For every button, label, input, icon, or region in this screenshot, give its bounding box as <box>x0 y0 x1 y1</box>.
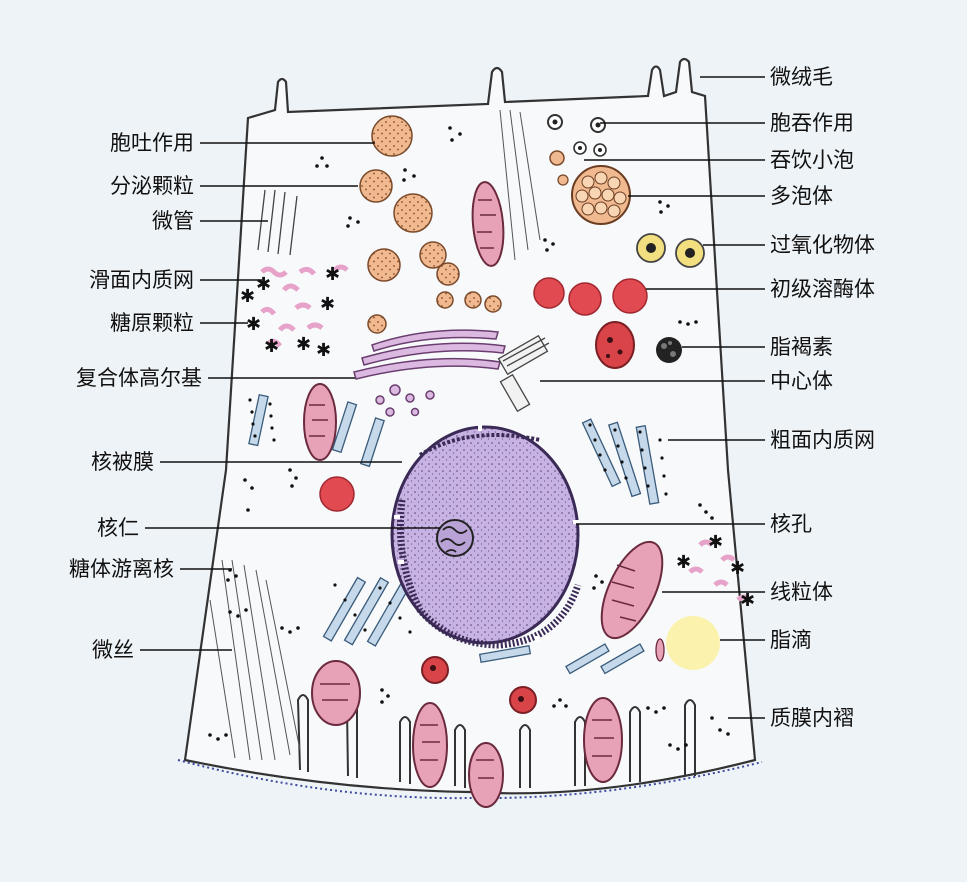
label-lipofuscin: 脂褐素 <box>770 335 833 359</box>
label-mitochondrion: 线粒体 <box>770 580 833 604</box>
svg-text:✱: ✱ <box>296 334 311 355</box>
label-microvilli: 微绒毛 <box>770 65 833 89</box>
label-primary-lysosome: 初级溶酶体 <box>770 277 875 301</box>
label-pinocytotic-vesicle: 吞饮小泡 <box>770 148 854 172</box>
svg-text:✱: ✱ <box>316 340 331 361</box>
svg-text:✱: ✱ <box>730 558 745 579</box>
label-basal-infolding: 质膜内褶 <box>770 706 854 730</box>
label-nuclear-envelope: 核被膜 <box>91 450 154 474</box>
lipid-droplet <box>666 616 720 670</box>
label-free-ribosome: 糖体游离核 <box>69 557 174 581</box>
label-secretory-granule: 分泌颗粒 <box>110 174 194 198</box>
svg-text:✱: ✱ <box>320 294 335 315</box>
label-endocytosis: 胞吞作用 <box>770 111 854 135</box>
label-microtubule: 微管 <box>152 209 194 233</box>
svg-text:✱: ✱ <box>246 314 261 335</box>
label-smooth-er: 滑面内质网 <box>89 268 194 292</box>
lipofuscin <box>656 337 682 363</box>
svg-text:✱: ✱ <box>264 336 279 357</box>
svg-text:✱: ✱ <box>708 532 723 553</box>
label-rough-er: 粗面内质网 <box>770 428 875 452</box>
svg-text:✱: ✱ <box>676 552 691 573</box>
label-lipid-droplet: 脂滴 <box>770 628 812 652</box>
label-microfilament: 微丝 <box>92 638 134 662</box>
multivesicular-body <box>572 166 630 224</box>
svg-text:✱: ✱ <box>325 264 340 285</box>
label-golgi: 复合体高尔基 <box>76 366 202 390</box>
label-centrosome: 中心体 <box>770 369 833 393</box>
nucleus <box>392 425 579 645</box>
label-exocytosis: 胞吐作用 <box>110 131 194 155</box>
label-peroxisome: 过氧化物体 <box>770 233 875 257</box>
svg-text:✱: ✱ <box>240 286 255 307</box>
cell-membrane <box>185 59 755 793</box>
svg-text:✱: ✱ <box>740 590 755 611</box>
nucleolus <box>437 520 473 556</box>
svg-text:✱: ✱ <box>256 274 271 295</box>
label-nucleolus: 核仁 <box>97 516 139 540</box>
label-nuclear-pore: 核孔 <box>770 512 812 536</box>
small-vesicle <box>656 639 664 661</box>
label-multivesicular-body: 多泡体 <box>770 184 833 208</box>
label-glycogen: 糖原颗粒 <box>110 311 194 335</box>
